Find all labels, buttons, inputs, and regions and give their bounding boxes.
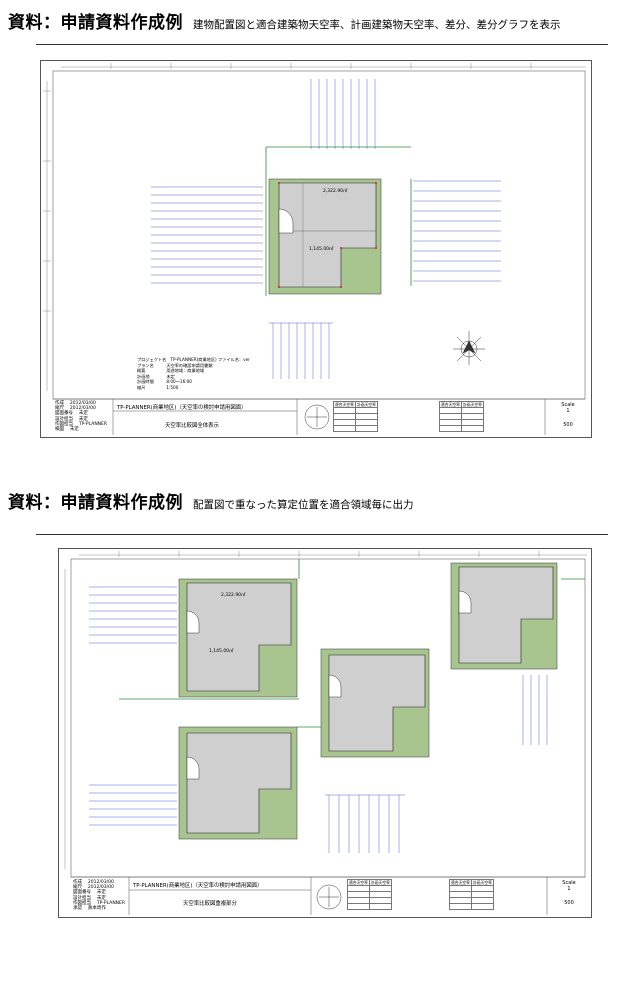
section2-rule [36,534,608,535]
title-block-row: 作成 2012/03/00 [55,401,96,406]
title-block-row: 作成 2012/03/00 [73,880,114,885]
title-block-row: 検図 未定 [55,427,79,433]
drawing-sheet-1: 2,322.90㎡ 1,145.00㎡ プロジェクト名 TP-PLANNER(商… [40,60,592,438]
title-block-row: 図面番号 未定 [73,890,106,896]
table-header: 計画天空率 [460,401,484,408]
project-info-line: プロジェクト名 TP-PLANNER(商業地区) ファイル名：ver [137,357,250,362]
section1-title: 資料：申請資料作成例 [8,13,183,33]
table-header: 適合天空率 [347,879,370,886]
site-plan-drawing-2 [64,551,587,915]
table-header: 適合天空率 [449,879,472,886]
title-block-row: 設計担当 未定 [73,895,106,901]
scale-value: 1 [566,408,570,414]
scale-label: Scale [562,880,576,886]
section2-title: 資料：申請資料作成例 [8,493,183,513]
title-block-left: 作成 2012/03/00 縮尺 2012/03/00 図面番号 未定 設計担当… [73,880,125,911]
north-arrow-icon [453,331,485,365]
title-block-row: 図面番号 未定 [55,411,88,417]
title-block-header: TP-PLANNER(商業地区)（天空率の検討申請用図面） [133,883,263,889]
scale-denominator: 500 [563,422,573,428]
table-header: 計画天空率 [354,401,378,408]
title-block-header: TP-PLANNER(商業地区)（天空率の検討申請用図面） [117,405,247,411]
table-header: 計画天空率 [368,879,392,886]
scale-value: 1 [567,886,571,892]
project-info: プロジェクト名 TP-PLANNER(商業地区) ファイル名：ver プラン名 … [137,357,250,391]
area-label-upper: 2,322.90㎡ [221,593,246,598]
sky-factor-table-1: 適合天空率計画天空率 [333,401,378,432]
project-info-line: 計画地 未定 [137,373,175,379]
sky-factor-table-1: 適合天空率計画天空率 [347,879,392,910]
sky-factor-table-2: 適合天空率計画天空率 [439,401,484,432]
project-info-line: 縮尺 1:500 [137,384,179,390]
title-block-row: 縮尺 2012/03/00 [73,885,114,891]
area-label-lower: 1,145.00㎡ [309,247,334,252]
area-label-upper: 2,322.90㎡ [323,189,348,194]
drawing-title: 天空率比較図重複部分 [183,901,237,907]
drawing-sheet-2: 2,322.90㎡ 1,145.00㎡ 作成 2012/03/00 縮尺 201… [58,548,592,918]
project-info-line: 計画時間 8:00～16:00 [137,379,192,385]
table-header: 適合天空率 [439,401,462,408]
table-header: 計画天空率 [470,879,494,886]
scale-denominator: 500 [564,900,574,906]
title-block-left: 作成 2012/03/00 縮尺 2012/03/00 図面番号 未定 設計担当… [55,401,107,432]
drawing-title: 天空率比較図全体表示 [165,423,219,429]
area-label-lower: 1,145.00㎡ [209,649,234,654]
title-block-row: 承認 真本周作 [73,906,106,912]
section2-heading: 資料：申請資料作成例配置図で重なった算定位置を適合領域毎に出力 [8,488,414,513]
project-info-line: プラン名 天空率の確認申請用書類 [137,362,213,368]
section1-heading: 資料：申請資料作成例建物配置図と適合建築物天空率、計画建築物天空率、差分、差分グ… [8,8,561,33]
project-info-line: 概要 用途地域：商業地域 [137,368,205,374]
scale-box: Scale 1 500 [549,402,587,428]
title-block-row: 設計担当 未定 [55,416,88,422]
scale-box: Scale 1 500 [550,880,588,906]
sky-factor-table-2: 適合天空率計画天空率 [449,879,494,910]
title-block-row: 作図担当 TP-PLANNER [55,421,108,427]
title-block-row: 縮尺 2012/03/00 [55,406,96,412]
scale-label: Scale [561,402,575,408]
title-block-row: 作図担当 TP-PLANNER [73,900,126,906]
section1-rule [36,44,608,45]
table-header: 適合天空率 [333,401,356,408]
section2-subtitle: 配置図で重なった算定位置を適合領域毎に出力 [193,499,414,511]
section1-subtitle: 建物配置図と適合建築物天空率、計画建築物天空率、差分、差分グラフを表示 [193,19,561,31]
site-plan-drawing-1 [43,63,586,435]
